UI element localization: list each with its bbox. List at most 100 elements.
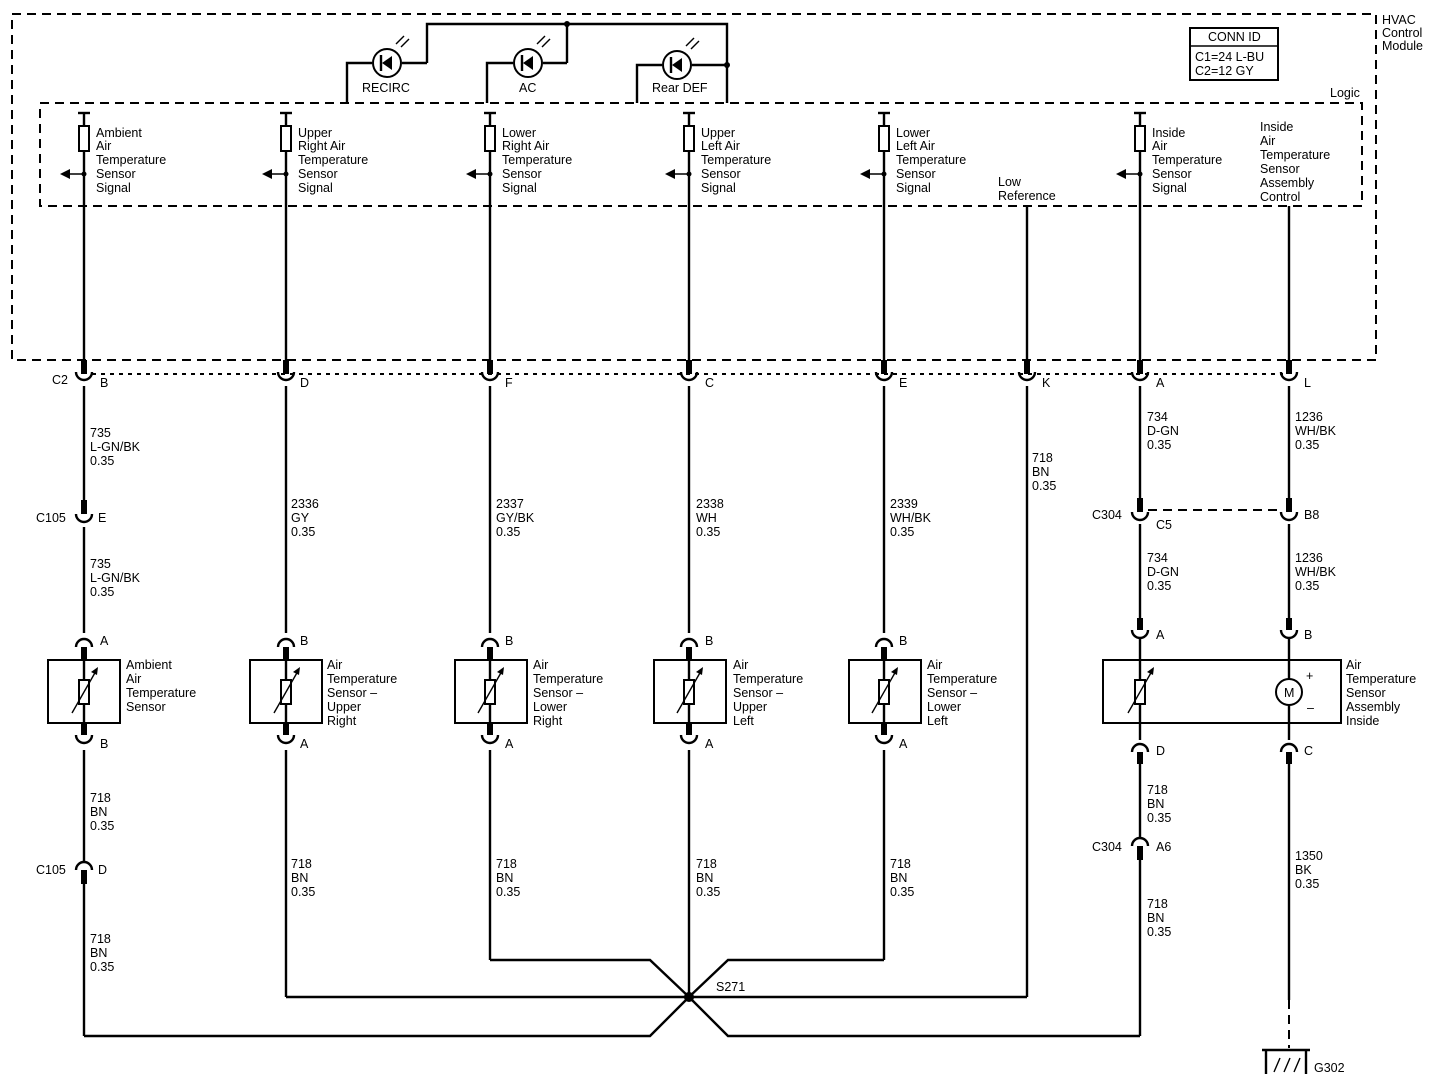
svg-text:Air: Air <box>1152 139 1167 153</box>
assembly-pin: B <box>1304 628 1312 642</box>
signal-label: InsideAirTemperatureSensorAssemblyContro… <box>1260 120 1330 204</box>
c105-label: C105 <box>36 511 66 525</box>
svg-text:Left Air: Left Air <box>896 139 935 153</box>
svg-text:WH/BK: WH/BK <box>1295 565 1337 579</box>
svg-text:BN: BN <box>1147 911 1164 925</box>
ambient-air-temperature-sensor <box>47 659 121 724</box>
svg-text:1350: 1350 <box>1295 849 1323 863</box>
c2-pin: E <box>899 376 907 390</box>
sensor-pin: A <box>899 737 908 751</box>
assembly-pin: A <box>1156 628 1165 642</box>
svg-text:Sensor –: Sensor – <box>927 686 977 700</box>
sensor-pin: A <box>300 737 309 751</box>
svg-text:Temperature: Temperature <box>896 153 966 167</box>
svg-text:WH/BK: WH/BK <box>890 511 932 525</box>
sensor-bottom-terminals <box>74 723 894 745</box>
svg-text:Air: Air <box>927 658 942 672</box>
c2-pin: F <box>505 376 513 390</box>
svg-text:Lower: Lower <box>896 126 930 140</box>
c105-pin: D <box>98 863 107 877</box>
svg-text:0.35: 0.35 <box>890 885 914 899</box>
motor-plus: + <box>1306 669 1313 683</box>
svg-text:2339: 2339 <box>890 497 918 511</box>
svg-text:Lower: Lower <box>533 700 567 714</box>
logic-label: Logic <box>1330 86 1360 100</box>
svg-text:Temperature: Temperature <box>327 672 397 686</box>
logic-resistors <box>60 111 1146 179</box>
c2-terminals <box>74 360 1299 382</box>
svg-text:Sensor: Sensor <box>126 700 166 714</box>
svg-text:0.35: 0.35 <box>496 525 520 539</box>
svg-text:734: 734 <box>1147 551 1168 565</box>
svg-text:Right Air: Right Air <box>502 139 549 153</box>
sensor-pin: B <box>505 634 513 648</box>
led-icon <box>662 37 700 80</box>
svg-text:BN: BN <box>291 871 308 885</box>
c105-upper-terminal <box>74 500 94 524</box>
svg-text:Temperature: Temperature <box>502 153 572 167</box>
air-temperature-sensor-upper-left <box>653 659 727 724</box>
svg-text:Lower: Lower <box>927 700 961 714</box>
svg-text:Ambient: Ambient <box>126 658 172 672</box>
svg-text:Sensor: Sensor <box>502 167 542 181</box>
svg-text:Signal: Signal <box>502 181 537 195</box>
ground-label: G302 <box>1314 1061 1345 1075</box>
indicator-label: AC <box>519 81 536 95</box>
svg-text:0.35: 0.35 <box>90 585 114 599</box>
svg-text:Reference: Reference <box>998 189 1056 203</box>
svg-text:0.35: 0.35 <box>90 819 114 833</box>
svg-text:Upper: Upper <box>327 700 361 714</box>
indicator-wiring <box>345 21 730 103</box>
svg-text:Right: Right <box>327 714 357 728</box>
svg-text:Air: Air <box>327 658 342 672</box>
svg-text:718: 718 <box>890 857 911 871</box>
assembly-top-terminals <box>1130 618 1299 640</box>
svg-text:0.35: 0.35 <box>696 885 720 899</box>
svg-text:Assembly: Assembly <box>1260 176 1315 190</box>
sensor-pin: A <box>100 634 109 648</box>
c304-label: C304 <box>1092 840 1122 854</box>
svg-text:BN: BN <box>90 805 107 819</box>
sensor-pin: B <box>705 634 713 648</box>
sensor-top-terminals <box>74 637 894 659</box>
indicator-label: RECIRC <box>362 81 410 95</box>
svg-text:Sensor: Sensor <box>701 167 741 181</box>
svg-text:0.35: 0.35 <box>291 525 315 539</box>
c105-pin: E <box>98 511 106 525</box>
svg-text:D-GN: D-GN <box>1147 565 1179 579</box>
svg-text:Sensor –: Sensor – <box>327 686 377 700</box>
svg-text:Sensor: Sensor <box>896 167 936 181</box>
svg-text:718: 718 <box>1032 451 1053 465</box>
sensor-pin: B <box>100 737 108 751</box>
svg-text:0.35: 0.35 <box>696 525 720 539</box>
svg-text:BN: BN <box>890 871 907 885</box>
c304-terminals <box>1130 498 1299 522</box>
air-temperature-sensor-assembly-inside <box>1102 638 1342 740</box>
c2-pin: L <box>1304 376 1311 390</box>
svg-text:2338: 2338 <box>696 497 724 511</box>
svg-text:718: 718 <box>696 857 717 871</box>
c2-label: C2 <box>52 373 68 387</box>
svg-text:BN: BN <box>1032 465 1049 479</box>
svg-text:D-GN: D-GN <box>1147 424 1179 438</box>
svg-text:Temperature: Temperature <box>1152 153 1222 167</box>
c304-lower-terminal <box>1130 836 1150 860</box>
svg-text:Sensor: Sensor <box>298 167 338 181</box>
svg-text:BN: BN <box>696 871 713 885</box>
svg-text:735: 735 <box>90 557 111 571</box>
